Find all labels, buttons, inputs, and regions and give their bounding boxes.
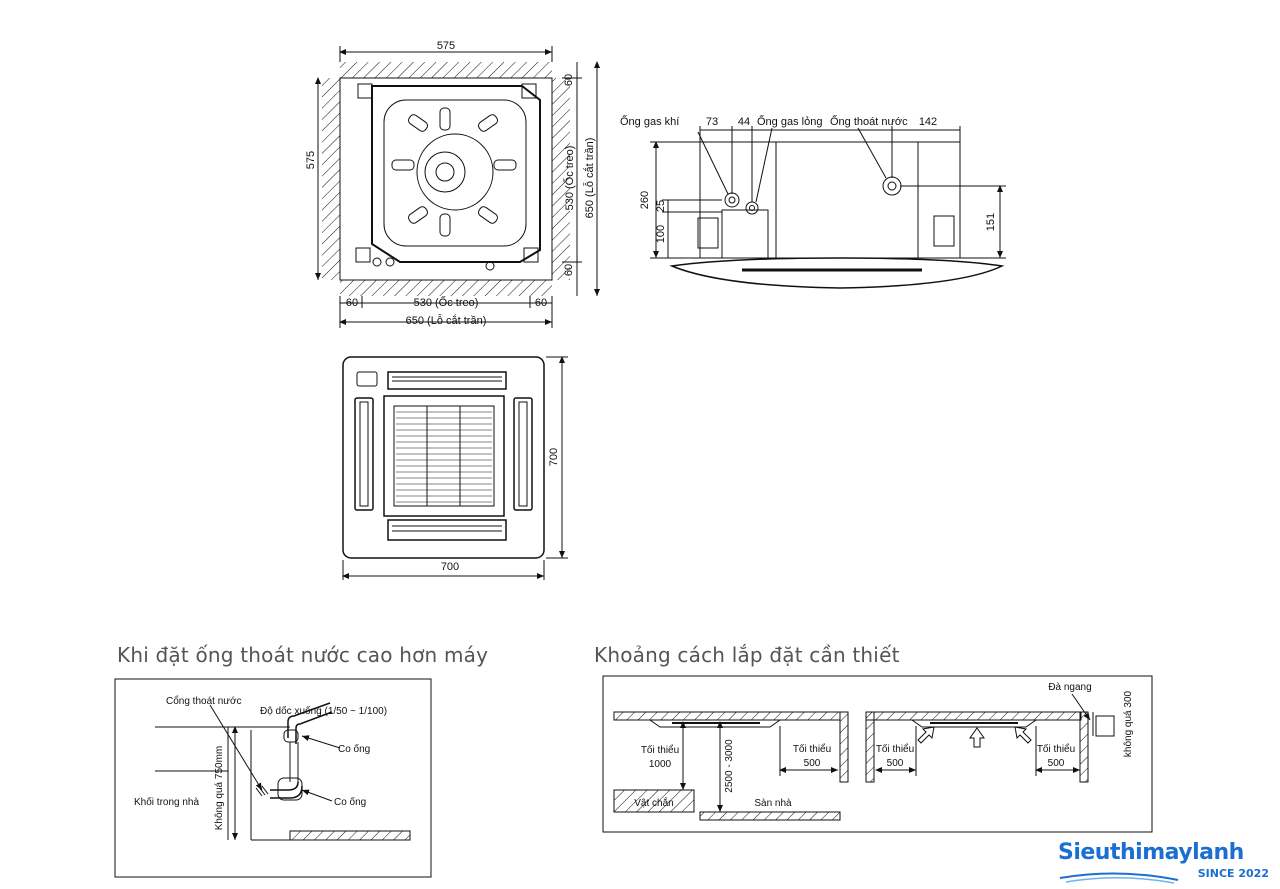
top-view-dims: 575 575 60 60 530 (Ốc treo) 650 (Lỗ cắt … xyxy=(305,40,596,327)
dim-44: 44 xyxy=(738,116,750,128)
dim-60-bottom-left: 60 xyxy=(346,297,358,309)
brand-name: Sieuthimaylanh xyxy=(1058,840,1244,865)
label-indoor-unit: Khối trong nhà xyxy=(134,796,199,808)
panel-view-dims: 700 700 xyxy=(441,448,560,573)
dim-151: 151 xyxy=(985,213,997,231)
dim-25: 25 xyxy=(655,200,667,212)
dim-100: 100 xyxy=(655,225,667,243)
label-min-500-3a: Tối thiểu xyxy=(1037,743,1075,755)
label-liquid-pipe: Ống gas lỏng xyxy=(757,114,822,128)
top-view xyxy=(315,46,600,328)
label-min-500-1b: 500 xyxy=(804,758,821,769)
drain-diagram xyxy=(114,678,432,878)
label-obstacle: Vật chắn xyxy=(634,796,673,809)
dim-575-top: 575 xyxy=(437,40,455,52)
dim-700-width: 700 xyxy=(441,561,459,573)
dim-530-bottom: 530 (Ốc treo) xyxy=(414,295,479,309)
brand-logo: Sieuthimaylanh SINCE 2022 xyxy=(1058,840,1273,884)
label-beam: Đà ngang xyxy=(1048,682,1091,693)
label-range: 2500 - 3000 xyxy=(724,739,735,793)
label-slope: Độ dốc xuống (1/50 ~ 1/100) xyxy=(260,705,387,717)
side-view xyxy=(650,126,1006,289)
label-elbow-top: Co ống xyxy=(338,743,370,755)
dim-575-left: 575 xyxy=(305,151,317,169)
label-min-500-1a: Tối thiểu xyxy=(793,743,831,755)
clearance-labels: Tối thiểu 1000 2500 - 3000 Vật chắn Sàn … xyxy=(634,682,1134,809)
dim-260: 260 xyxy=(639,191,651,209)
dim-650-right: 650 (Lỗ cắt trần) xyxy=(583,138,596,219)
label-min-500-3b: 500 xyxy=(1048,758,1065,769)
label-min-1000-a: Tối thiểu xyxy=(641,744,679,756)
dim-650-bottom: 650 (Lỗ cắt trần) xyxy=(406,314,487,327)
label-min-500-2a: Tối thiểu xyxy=(876,743,914,755)
label-elbow-bottom: Co ống xyxy=(334,796,366,808)
drain-labels: Cổng thoát nước Độ dốc xuống (1/50 ~ 1/1… xyxy=(134,695,387,830)
dim-700-height: 700 xyxy=(548,448,560,466)
label-min-500-2b: 500 xyxy=(887,758,904,769)
label-floor: Sàn nhà xyxy=(754,798,792,809)
dim-73: 73 xyxy=(706,116,718,128)
label-drain-pipe: Ống thoát nước xyxy=(830,114,908,128)
dim-60-top: 60 xyxy=(563,74,575,86)
dim-60-bottom: 60 xyxy=(563,264,575,276)
logo-wave-icon xyxy=(1059,872,1179,884)
label-drain-outlet: Cổng thoát nước xyxy=(166,695,242,707)
panel-view xyxy=(342,356,568,580)
label-min-1000-b: 1000 xyxy=(649,759,672,770)
clearance-section-heading: Khoảng cách lắp đặt cần thiết xyxy=(594,643,900,667)
label-gas-pipe: Ống gas khí xyxy=(620,114,679,128)
drain-section-heading: Khi đặt ống thoát nước cao hơn máy xyxy=(117,643,489,667)
label-max-height: Không quá 750mm xyxy=(214,746,225,831)
label-max-300: không quá 300 xyxy=(1123,690,1134,757)
dim-60-bottom-right: 60 xyxy=(535,297,547,309)
dim-142: 142 xyxy=(919,116,937,128)
clearance-diagram xyxy=(602,675,1153,833)
dim-530-right: 530 (Ốc treo) xyxy=(562,146,576,211)
side-view-labels: Ống gas khí 73 44 Ống gas lỏng Ống thoát… xyxy=(620,114,997,243)
brand-since: SINCE 2022 xyxy=(1197,867,1269,880)
